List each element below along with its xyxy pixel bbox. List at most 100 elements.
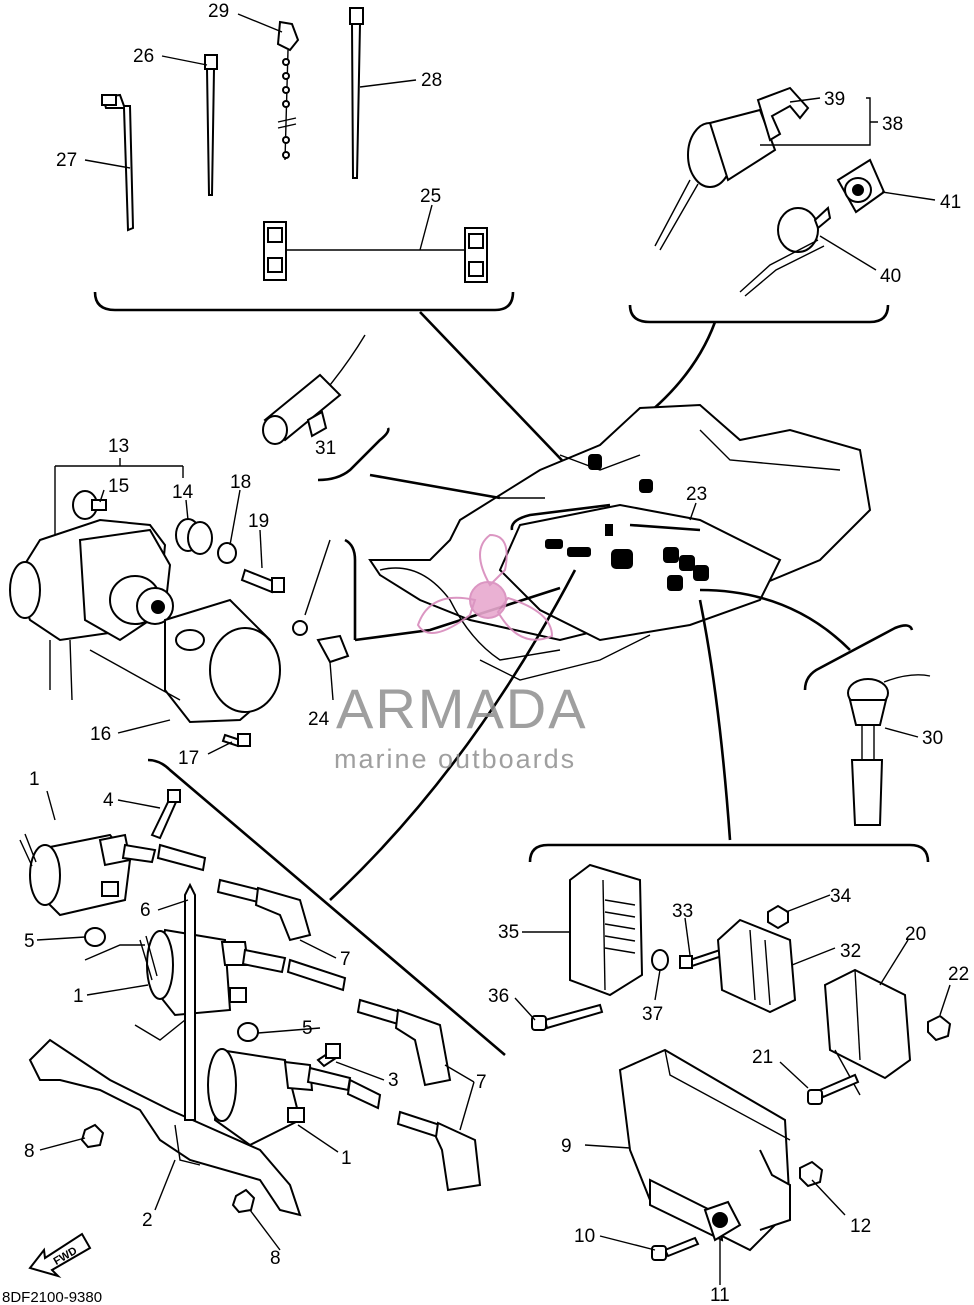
callout-30: 30 [922,728,943,749]
collar-37 [651,949,669,971]
callout-13: 13 [108,436,129,457]
leader-lines-engine [329,473,851,901]
callout-3: 3 [388,1070,399,1091]
callout-20: 20 [905,924,926,945]
ignition-coil-1-top [19,833,312,942]
callout-34: 34 [830,886,852,907]
brackets-1-lines [84,944,186,1041]
callout-1c: 1 [341,1148,352,1169]
watermark-brand: ARMADA [336,677,588,740]
cap-41 [836,158,886,214]
callout-19: 19 [248,511,269,532]
bracket-lower-right [528,843,930,863]
stop-switch-40 [739,206,832,297]
cable-tie-26 [204,54,218,196]
callout-22: 22 [948,964,969,985]
clip-chain-29 [276,20,300,161]
callout-28: 28 [421,70,442,91]
starter-assembly [9,518,281,724]
propeller-logo-icon [416,533,554,641]
main-switch-38 [654,86,810,251]
spark-plug-4 [150,789,181,840]
callout-14: 14 [172,482,194,503]
callout-labels: 29 26 27 28 25 39 38 41 40 13 15 14 18 1… [24,1,969,1305]
fwd-label: FWD [52,1245,80,1268]
bolt-3 [316,1043,341,1068]
bracket-13 [54,458,184,545]
grommet-14 [175,518,213,555]
callout-38: 38 [882,114,903,135]
callout-8a: 8 [24,1141,35,1162]
callout-21: 21 [752,1047,773,1068]
callout-9: 9 [561,1136,572,1157]
cdi-unit-9 [618,1048,792,1252]
callout-7b: 7 [476,1072,487,1093]
nut-8 [80,1123,256,1214]
callout-36: 36 [488,986,509,1007]
callout-11: 11 [710,1285,730,1305]
bolt-17 [221,733,251,748]
callout-40: 40 [880,266,901,287]
callout-32: 32 [840,941,861,962]
callout-23: 23 [686,484,707,505]
bolt-36 [531,1003,604,1031]
rectifier-35 [569,863,644,997]
nut-5 [84,927,259,1042]
unit-20 [823,968,912,1096]
callout-26: 26 [133,46,154,67]
callout-6: 6 [140,900,151,921]
washer-15 [72,490,107,520]
callout-24: 24 [308,709,330,730]
nut-12 [799,1160,824,1188]
callout-5b: 5 [302,1018,313,1039]
cable-tie-28 [349,7,364,179]
callout-33: 33 [672,901,693,922]
callout-1b: 1 [73,986,84,1007]
switch-30 [847,674,931,826]
callout-18: 18 [230,472,251,493]
callout-5a: 5 [24,931,35,952]
ignition-coil-1-mid [139,928,452,1087]
callout-16: 16 [90,724,111,745]
washer-18 [217,542,237,564]
callout-29: 29 [208,1,229,22]
grommet-11 [703,1200,742,1242]
coil-bracket-2 [28,882,302,1217]
callout-39: 39 [824,89,845,110]
callout-41: 41 [940,192,961,213]
condenser-31 [262,334,390,482]
callout-27: 27 [56,150,77,171]
callout-31: 31 [315,438,336,459]
drawing-code: 8DF2100-9380 [2,1289,102,1305]
callout-37: 37 [642,1004,663,1025]
callout-2: 2 [142,1210,153,1231]
coil-bracket-line [147,758,506,1056]
terminal-24-group [292,538,357,664]
watermark-tagline: marine outboards [334,744,576,774]
bracket-30 [803,624,914,691]
clamp-pair-25 [263,221,488,283]
bolt-19 [240,568,285,594]
clamp-27 [101,93,135,232]
engine-block-outline [368,403,872,681]
bracket-23 [510,503,611,531]
callout-7a: 7 [340,949,351,970]
ignition-coil-1-low [207,1048,482,1192]
callout-10: 10 [574,1226,595,1247]
callout-17: 17 [178,748,199,769]
callout-15: 15 [108,476,129,497]
nut-34 [767,904,789,930]
callout-35: 35 [498,922,519,943]
callout-12: 12 [850,1216,871,1237]
watermark-logo: ARMADA marine outboards [334,533,588,774]
bolt-21 [807,1073,860,1105]
callout-4: 4 [103,790,114,811]
callout-1a: 1 [29,769,40,790]
bolt-10 [651,1236,700,1261]
ignitor-32 [716,918,797,1014]
callout-8b: 8 [270,1248,281,1269]
callout-leaders [36,13,951,1285]
callout-25: 25 [420,186,441,207]
bolt-33 [679,948,724,969]
